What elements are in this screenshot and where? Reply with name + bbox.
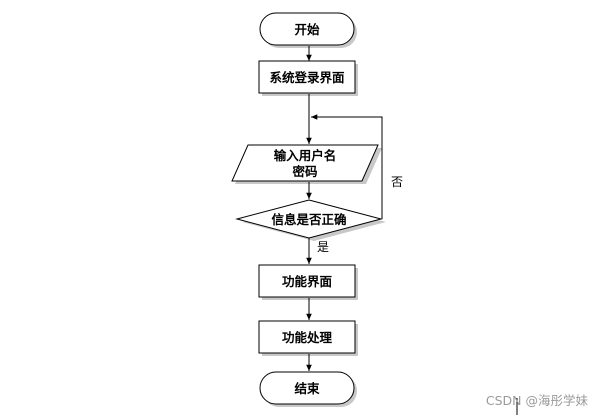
node-function-ui xyxy=(258,264,356,298)
label-function-proc: 功能处理 xyxy=(282,330,333,345)
edge-label-yes: 是 xyxy=(317,240,329,254)
node-input xyxy=(231,144,379,182)
label-login: 系统登录界面 xyxy=(269,70,345,85)
label-function-ui: 功能界面 xyxy=(282,274,333,289)
node-labels: 开始 系统登录界面 输入用户名 密码 信息是否正确 功能界面 功能处理 结束 xyxy=(269,22,346,396)
label-start: 开始 xyxy=(294,22,320,37)
edge-label-no: 否 xyxy=(391,175,403,189)
node-start xyxy=(259,12,355,46)
node-end xyxy=(259,371,355,405)
node-decision xyxy=(235,199,383,239)
watermark: CSDN @海彤学妹 xyxy=(485,393,588,408)
label-end: 结束 xyxy=(294,381,320,396)
flow-edges xyxy=(306,46,383,371)
label-input-line2: 密码 xyxy=(291,164,317,179)
node-login xyxy=(258,60,356,94)
node-function-proc xyxy=(258,320,356,354)
flow-nodes xyxy=(231,12,383,405)
label-decision: 信息是否正确 xyxy=(271,212,346,227)
label-input-line1: 输入用户名 xyxy=(274,148,337,163)
edge-decision-no-loop xyxy=(311,114,383,219)
